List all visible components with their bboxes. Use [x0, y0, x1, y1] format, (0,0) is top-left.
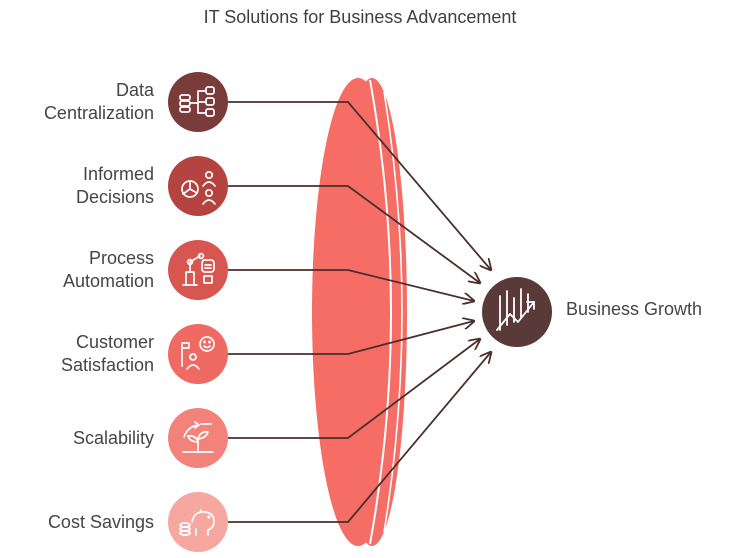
item-label-process-automation: Process Automation: [62, 248, 154, 291]
arrow-cost-savings: [228, 352, 491, 523]
goal-node: [482, 277, 552, 347]
convergence-lens: [312, 78, 407, 546]
arrow-scalability: [228, 339, 480, 439]
arrows: [228, 101, 491, 523]
pie-chart-people-icon: [181, 170, 216, 205]
item-node-data-centralization: [168, 72, 228, 132]
arrow-customer-satisfaction: [228, 321, 474, 355]
goal-label: Business Growth: [566, 299, 703, 319]
item-node-process-automation: [168, 240, 228, 300]
growth-chart-icon: [496, 288, 535, 331]
item-label-cost-savings: Cost Savings: [47, 512, 154, 532]
happy-customer-icon: [181, 336, 215, 370]
piggy-bank-icon: [179, 509, 215, 536]
item-label-customer-satisfaction: Customer Satisfaction: [60, 332, 154, 375]
arrow-data-centralization: [228, 101, 491, 270]
growing-plant-icon: [182, 421, 214, 453]
arrow-informed-decisions: [228, 185, 480, 283]
arrow-process-automation: [228, 269, 474, 301]
diagram-title: IT Solutions for Business Advancement: [203, 7, 517, 27]
robot-arm-icon: [182, 252, 215, 286]
item-label-data-centralization: Data Centralization: [43, 80, 154, 123]
item-label-scalability: Scalability: [72, 428, 154, 448]
item-node-cost-savings: [168, 492, 228, 552]
database-network-icon: [179, 86, 215, 117]
item-label-informed-decisions: Informed Decisions: [75, 164, 154, 207]
item-node-customer-satisfaction: [168, 324, 228, 384]
item-node-scalability: [168, 408, 228, 468]
item-node-informed-decisions: [168, 156, 228, 216]
